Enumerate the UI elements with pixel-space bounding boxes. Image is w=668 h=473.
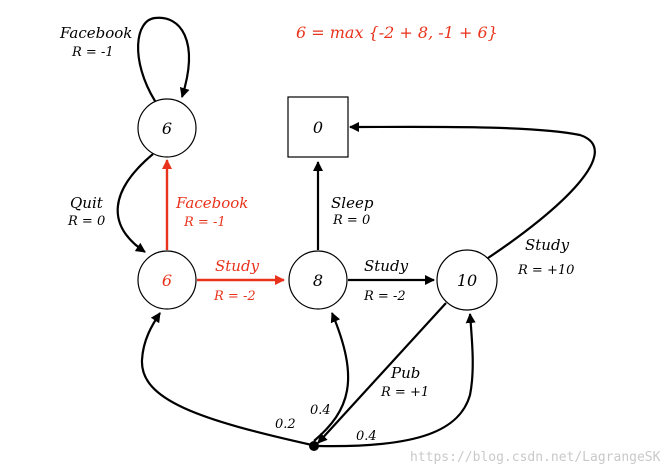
node-class2-value: 8 [313,271,323,290]
label-quit-reward: R = 0 [67,214,105,229]
node-class1-value: 6 [162,271,172,290]
label-pub-action: Pub [390,364,420,382]
edge-facebook-loop [136,16,191,102]
node-facebook-state-value: 6 [162,119,172,138]
edge-chance-class2 [313,312,350,442]
label-study-black-action: Study [364,257,409,275]
label-facebook-red-action: Facebook [175,194,248,212]
label-quit-action: Quit [70,194,104,212]
bellman-formula: 6 = max {-2 + 8, -1 + 6} [296,23,498,42]
prob-to-class1: 0.2 [275,417,296,432]
node-facebook-state [137,98,197,158]
edge-study-top [349,121,596,259]
edge-pub [317,302,447,444]
label-study-top-action: Study [525,236,570,254]
label-facebook-red-reward: R = -1 [183,215,226,230]
label-sleep-reward: R = 0 [332,213,370,228]
node-sleep-value: 0 [313,118,323,137]
node-class3-value: 10 [457,271,477,290]
chance-node [309,441,319,451]
edge-chance-class3 [317,313,476,448]
node-sleep-box [287,96,349,158]
edge-chance-class1 [140,312,313,447]
label-study-top-reward: R = +10 [517,263,574,278]
label-study-black-reward: R = -2 [363,289,406,304]
prob-to-class2: 0.4 [310,403,331,418]
label-study-red-reward: R = -2 [213,289,256,304]
node-class2 [288,250,348,310]
watermark: https://blog.csdn.net/LagrangeSK [410,450,661,465]
label-facebook-loop-action: Facebook [59,24,132,42]
prob-to-class3: 0.4 [356,429,377,444]
node-class1 [137,250,197,310]
node-class3 [436,249,498,311]
label-pub-reward: R = +1 [380,385,429,400]
label-facebook-loop-reward: R = -1 [71,45,114,60]
label-sleep-action: Sleep [331,194,374,212]
label-study-red-action: Study [215,257,260,275]
edge-quit [116,153,154,253]
